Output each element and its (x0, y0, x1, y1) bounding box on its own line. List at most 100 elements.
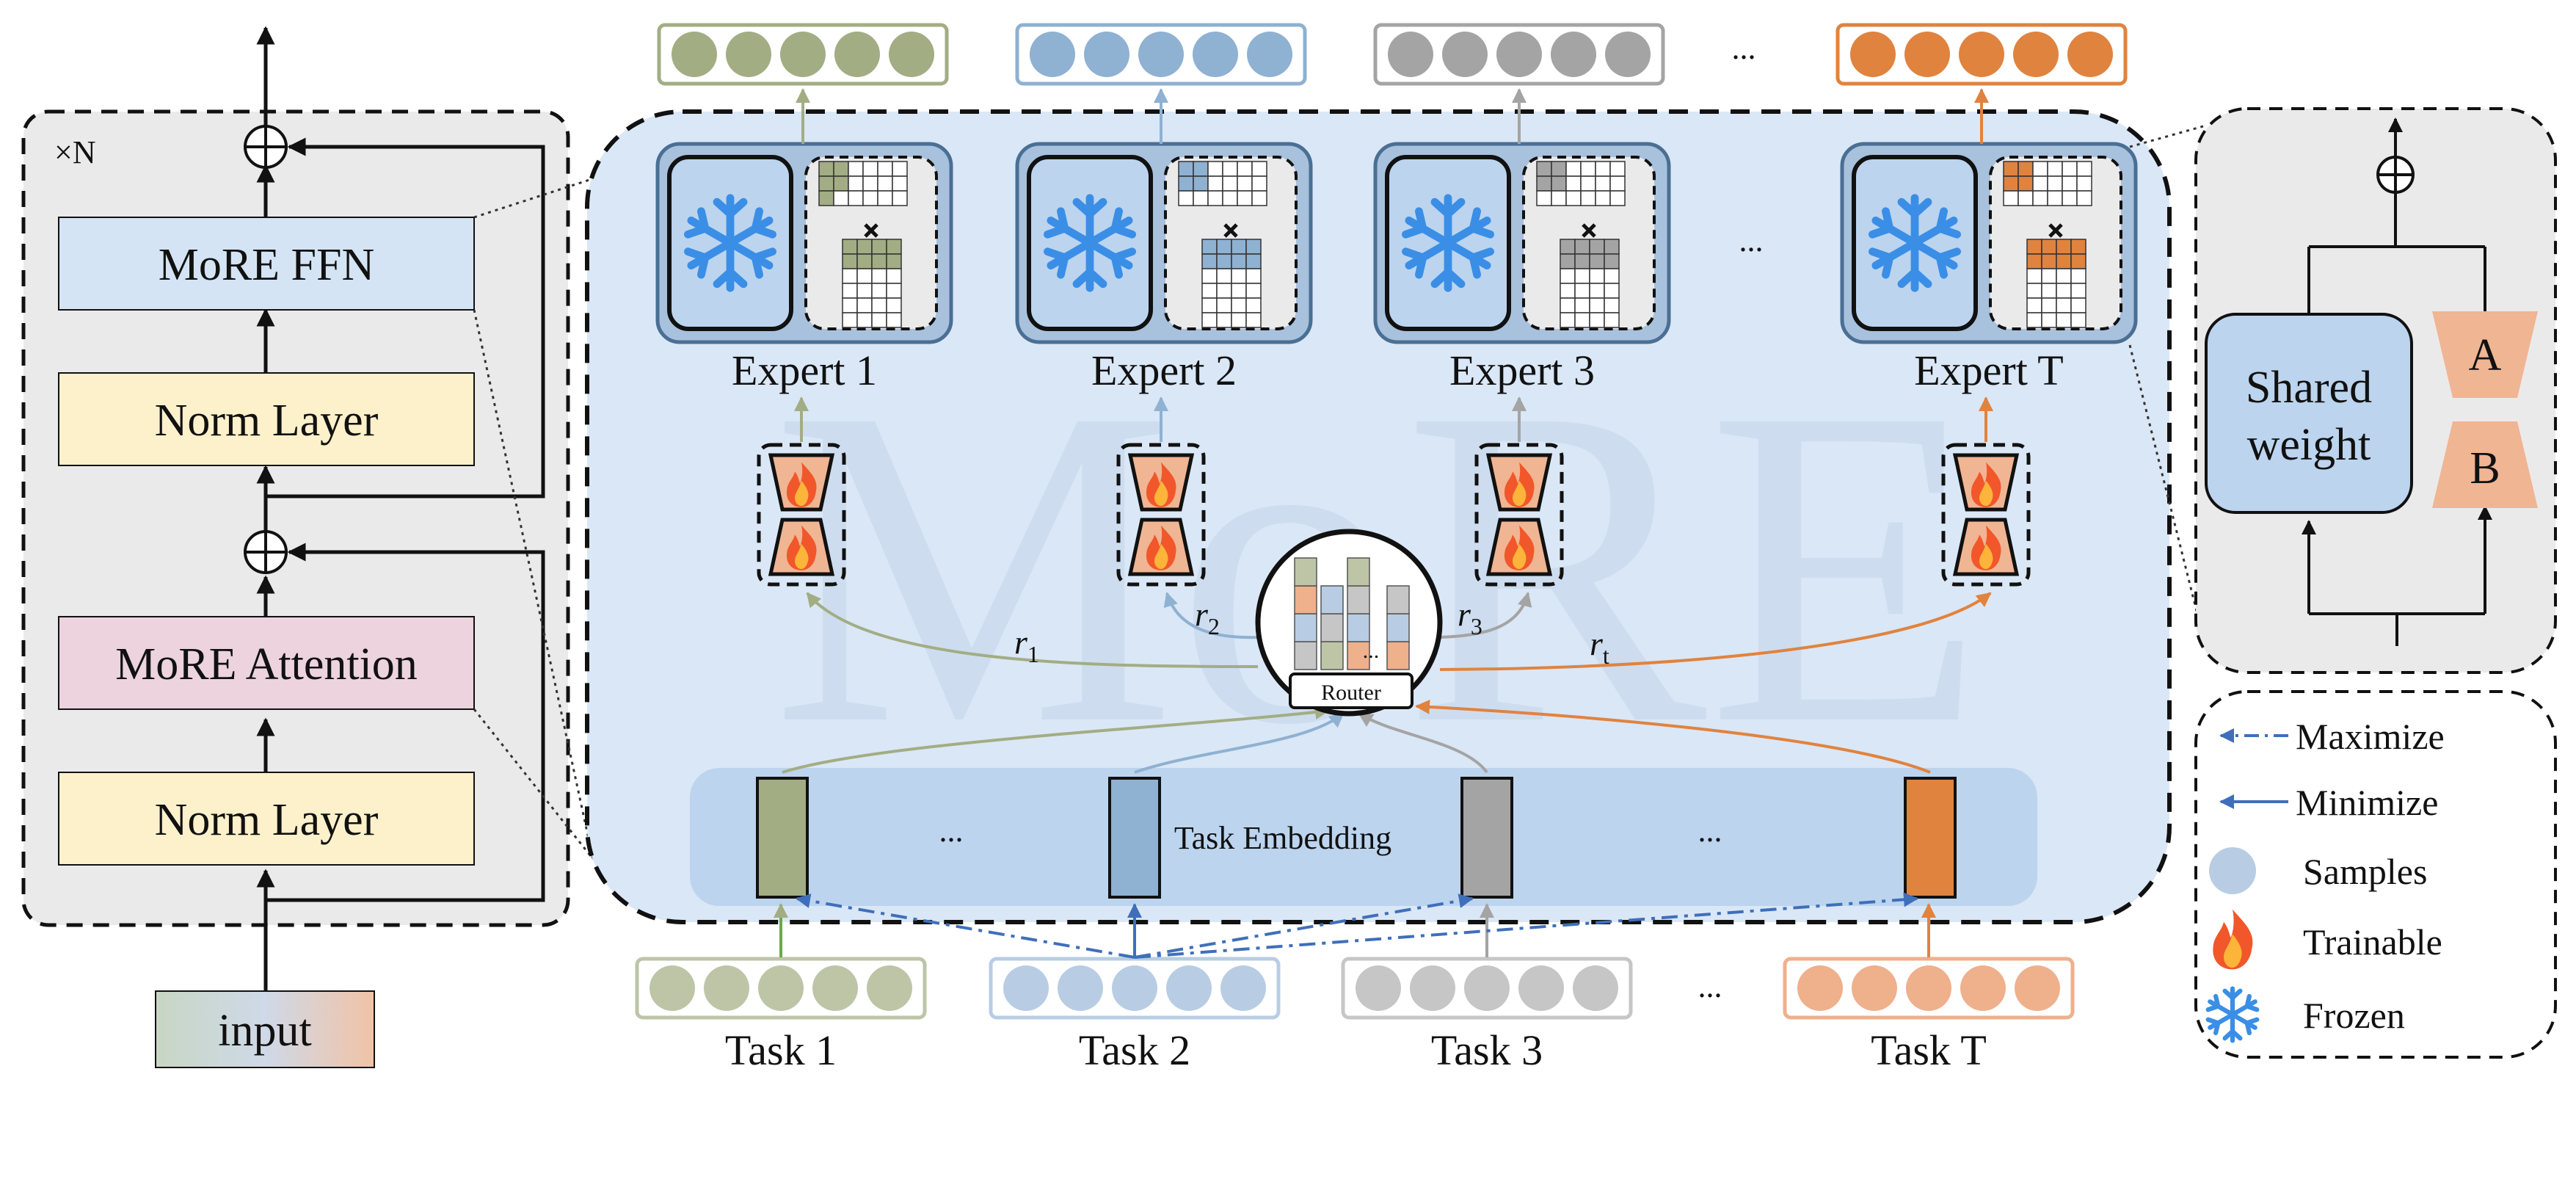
sample-circle (1112, 965, 1157, 1011)
norm-layer-bottom-label: Norm Layer (155, 795, 379, 845)
tasks-ellipsis: ... (1698, 968, 1722, 1004)
sample-circle (2067, 32, 2113, 77)
expert-4-adapter (1941, 396, 2031, 587)
sample-circle (704, 965, 749, 1011)
task-1-input: Task 1 (635, 903, 927, 1074)
svg-text:Frozen: Frozen (2303, 995, 2405, 1036)
router-bar-segment (1294, 613, 1317, 642)
shared-weight-label-1: Shared (2246, 363, 2372, 413)
svg-text:Samples: Samples (2303, 851, 2427, 892)
shared-weight-block (2205, 313, 2413, 514)
expert-2-adapter (1116, 396, 1206, 587)
lora-add-node (2376, 156, 2415, 194)
sample-circle (812, 965, 858, 1011)
router-expert-curve (1163, 592, 1262, 639)
sample-circle (867, 965, 912, 1011)
sample-circle (1356, 965, 1401, 1011)
router-bar-segment (1347, 585, 1370, 614)
sample-circle (1003, 965, 1049, 1011)
router: Router ... (1255, 529, 1443, 717)
router-bar-segment (1294, 641, 1317, 670)
circle-icon (2209, 847, 2256, 894)
embedding-ellipsis-left: ... (939, 813, 964, 849)
lora-matrix-b (2432, 421, 2538, 508)
transformer-block-frame (21, 109, 570, 927)
task-embedding-label: Task Embedding (1174, 820, 1391, 856)
legend-maximize: Maximize (2219, 716, 2445, 757)
sample-circle (1852, 965, 1897, 1011)
router-bar-segment (1320, 641, 1344, 670)
expert-1-module: Expert 1 (655, 88, 953, 394)
expert-output-2 (1015, 23, 1307, 86)
sample-circle (1605, 32, 1651, 77)
task-embedding-bar (690, 768, 2037, 906)
legend: Maximize Minimize Samples Trainable Froz… (2194, 690, 2557, 1059)
expert-3-module: Expert 3 (1373, 88, 1671, 394)
sample-circle (1138, 32, 1184, 77)
expert-2-label: Expert 2 (1091, 347, 1237, 394)
expert-4-label: Expert T (1914, 347, 2063, 394)
legend-samples: Samples (2209, 847, 2427, 894)
router-bar-segment (1294, 557, 1317, 587)
expert-output-4 (1835, 23, 2128, 86)
task-embedding-3 (1460, 777, 1513, 899)
sample-circle (2015, 965, 2060, 1011)
zoom-lines (473, 160, 647, 860)
more-attention-block: MoRE Attention (58, 616, 475, 710)
router-expert-curve (806, 592, 1259, 668)
sample-circle (1193, 32, 1238, 77)
task-3-label: Task 3 (1431, 1026, 1543, 1074)
expert-2-module: Expert 2 (1015, 88, 1313, 394)
task-2-input: Task 2 (989, 903, 1281, 1074)
sample-circle (1410, 965, 1455, 1011)
router-expert-curve (1439, 592, 1992, 671)
sample-circle (1058, 965, 1103, 1011)
shared-weight-label-2: weight (2247, 420, 2371, 470)
task-3-input: Task 3 (1341, 903, 1633, 1074)
input-label: input (218, 1006, 311, 1056)
expert-3-label: Expert 3 (1449, 347, 1595, 394)
svg-text:Maximize: Maximize (2296, 716, 2445, 757)
lora-matrix-a-label: A (2469, 330, 2502, 380)
sample-circle (1220, 965, 1266, 1011)
expert-output-3 (1373, 23, 1665, 86)
legend-minimize: Minimize (2219, 782, 2438, 823)
maximize-arrow (1134, 893, 1474, 959)
sample-circle (1960, 965, 2006, 1011)
svg-text:r1: r1 (1014, 623, 1039, 667)
svg-text:r2: r2 (1195, 595, 1220, 639)
sample-circle (1084, 32, 1129, 77)
more-ffn-block: MoRE FFN (58, 217, 475, 311)
task-1-label: Task 1 (725, 1026, 837, 1074)
norm-layer-bottom-block: Norm Layer (58, 772, 475, 866)
sample-circle (889, 32, 934, 77)
router-label: Router (1321, 681, 1381, 705)
sample-circle (672, 32, 717, 77)
routing-weight-rt: rt (1590, 625, 1609, 669)
add-node (244, 530, 288, 574)
svg-text:r3: r3 (1458, 595, 1482, 639)
router-bar-segment (1386, 641, 1410, 670)
sample-circle (834, 32, 880, 77)
task-4-label: Task T (1871, 1026, 1987, 1074)
embedding-router-curve (1134, 712, 1345, 774)
sample-circle (1166, 965, 1212, 1011)
residual-connection (266, 137, 545, 498)
router-ellipsis: ... (1363, 639, 1380, 663)
lora-matrix-a (2432, 311, 2538, 398)
router-expert-curve (1439, 592, 1532, 639)
router-bar-segment (1347, 613, 1370, 642)
sample-circle (1959, 32, 2004, 77)
sample-circle (1906, 965, 1951, 1011)
sample-circle (2013, 32, 2059, 77)
legend-frozen: Frozen (2208, 989, 2405, 1041)
sample-circle (1850, 32, 1896, 77)
sample-circle (1496, 32, 1542, 77)
embedding-router-curve (782, 705, 1330, 774)
router-bar-segment (1347, 557, 1370, 587)
lora-matrix-b-label: B (2470, 443, 2500, 493)
more-module-frame (585, 109, 2172, 924)
sample-circle (1904, 32, 1950, 77)
